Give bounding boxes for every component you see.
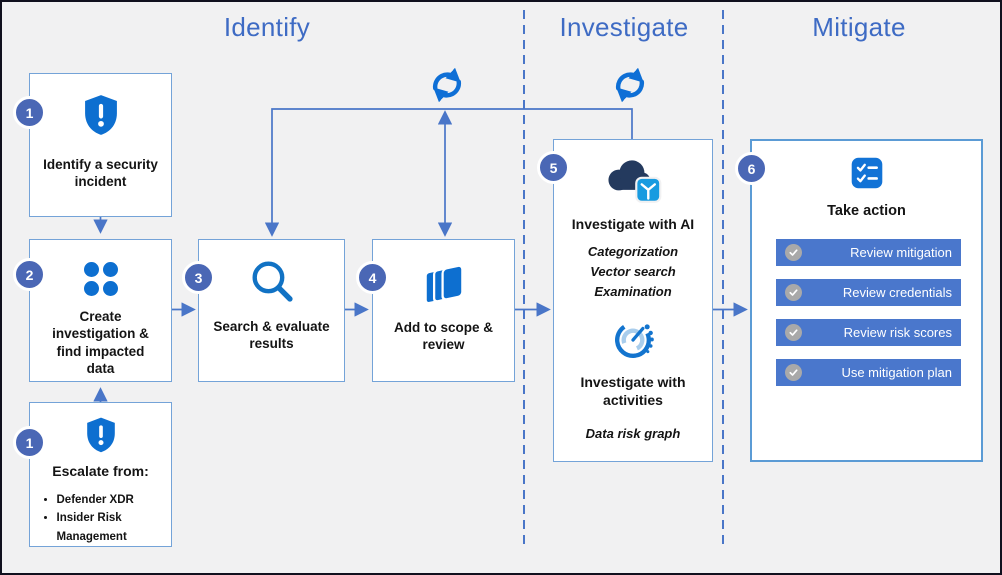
step-title: Add to scope & review (393, 320, 493, 353)
phase-title-identify: Identify (223, 12, 311, 42)
step-badge: 2 (13, 258, 46, 291)
ai-method: Vector search (590, 264, 676, 280)
step-badge: 1 (13, 426, 46, 459)
action-button-review-mitigation[interactable]: Review mitigation (776, 239, 961, 266)
action-button-use-mitigation-plan[interactable]: Use mitigation plan (776, 359, 961, 386)
action-button-label: Review mitigation (850, 245, 952, 260)
escalate-sources-list: Defender XDR Insider Risk Management (33, 491, 169, 546)
four-dots-icon (83, 262, 118, 296)
activities-section-title: Investigate with activities (580, 374, 686, 409)
step-title: Escalate from: (52, 462, 149, 479)
step-add-scope: 4 Add to scope & review (356, 239, 515, 382)
step-take-action: 6 Take action Review mitigation Review c… (735, 139, 983, 462)
check-circle-icon (785, 244, 802, 261)
action-button-review-risk-scores[interactable]: Review risk scores (776, 319, 961, 346)
ai-method: Categorization (587, 243, 679, 259)
cloud-ai-icon (608, 160, 662, 203)
step-identify-incident: 1 Identify a security incident (13, 73, 172, 217)
step-escalate: 1 Escalate from: Defender XDR Insider Ri… (13, 402, 172, 547)
action-button-label: Use mitigation plan (841, 365, 952, 380)
step-title: Search & evaluate results (213, 319, 330, 352)
step-badge: 5 (537, 151, 570, 184)
check-circle-icon (785, 324, 802, 341)
check-circle-icon (785, 284, 802, 301)
activities-method: Data risk graph (585, 426, 681, 442)
search-icon (252, 261, 293, 302)
step-title: Take action (827, 203, 906, 219)
sync-loop-icon (615, 68, 645, 102)
step-search-evaluate: 3 Search & evaluate results (182, 239, 345, 382)
step-investigate: 5 Investigate with AI Categorization Vec… (537, 139, 713, 462)
sync-loop-icon (432, 68, 462, 102)
ai-method: Examination (594, 284, 672, 300)
step-badge: 1 (13, 96, 46, 129)
phase-title-investigate: Investigate (559, 12, 689, 42)
step-badge: 6 (735, 152, 768, 185)
step-create-investigation: 2 Create investigation & find impacted d… (13, 239, 172, 382)
check-circle-icon (785, 364, 802, 381)
task-checklist-icon (851, 157, 882, 189)
escalate-source: Defender XDR (57, 491, 169, 509)
ai-methods-list: Categorization Vector search Examination (588, 242, 678, 302)
action-button-label: Review risk scores (843, 325, 952, 340)
escalate-source: Insider Risk Management (57, 509, 169, 546)
action-button-label: Review credentials (842, 285, 952, 300)
step-badge: 4 (356, 261, 389, 294)
layers-icon (424, 264, 463, 305)
shield-alert-icon (86, 417, 115, 453)
activity-gauge-icon (615, 322, 654, 359)
ai-section-title: Investigate with AI (571, 216, 695, 232)
step-title: Identify a security incident (43, 157, 158, 190)
activities-methods-list: Data risk graph (586, 424, 681, 444)
step-badge: 3 (182, 261, 215, 294)
shield-alert-icon (84, 95, 117, 135)
phase-title-mitigate: Mitigate (812, 12, 906, 42)
step-title: Create investigation & find impacted dat… (52, 309, 149, 376)
action-button-review-credentials[interactable]: Review credentials (776, 279, 961, 306)
